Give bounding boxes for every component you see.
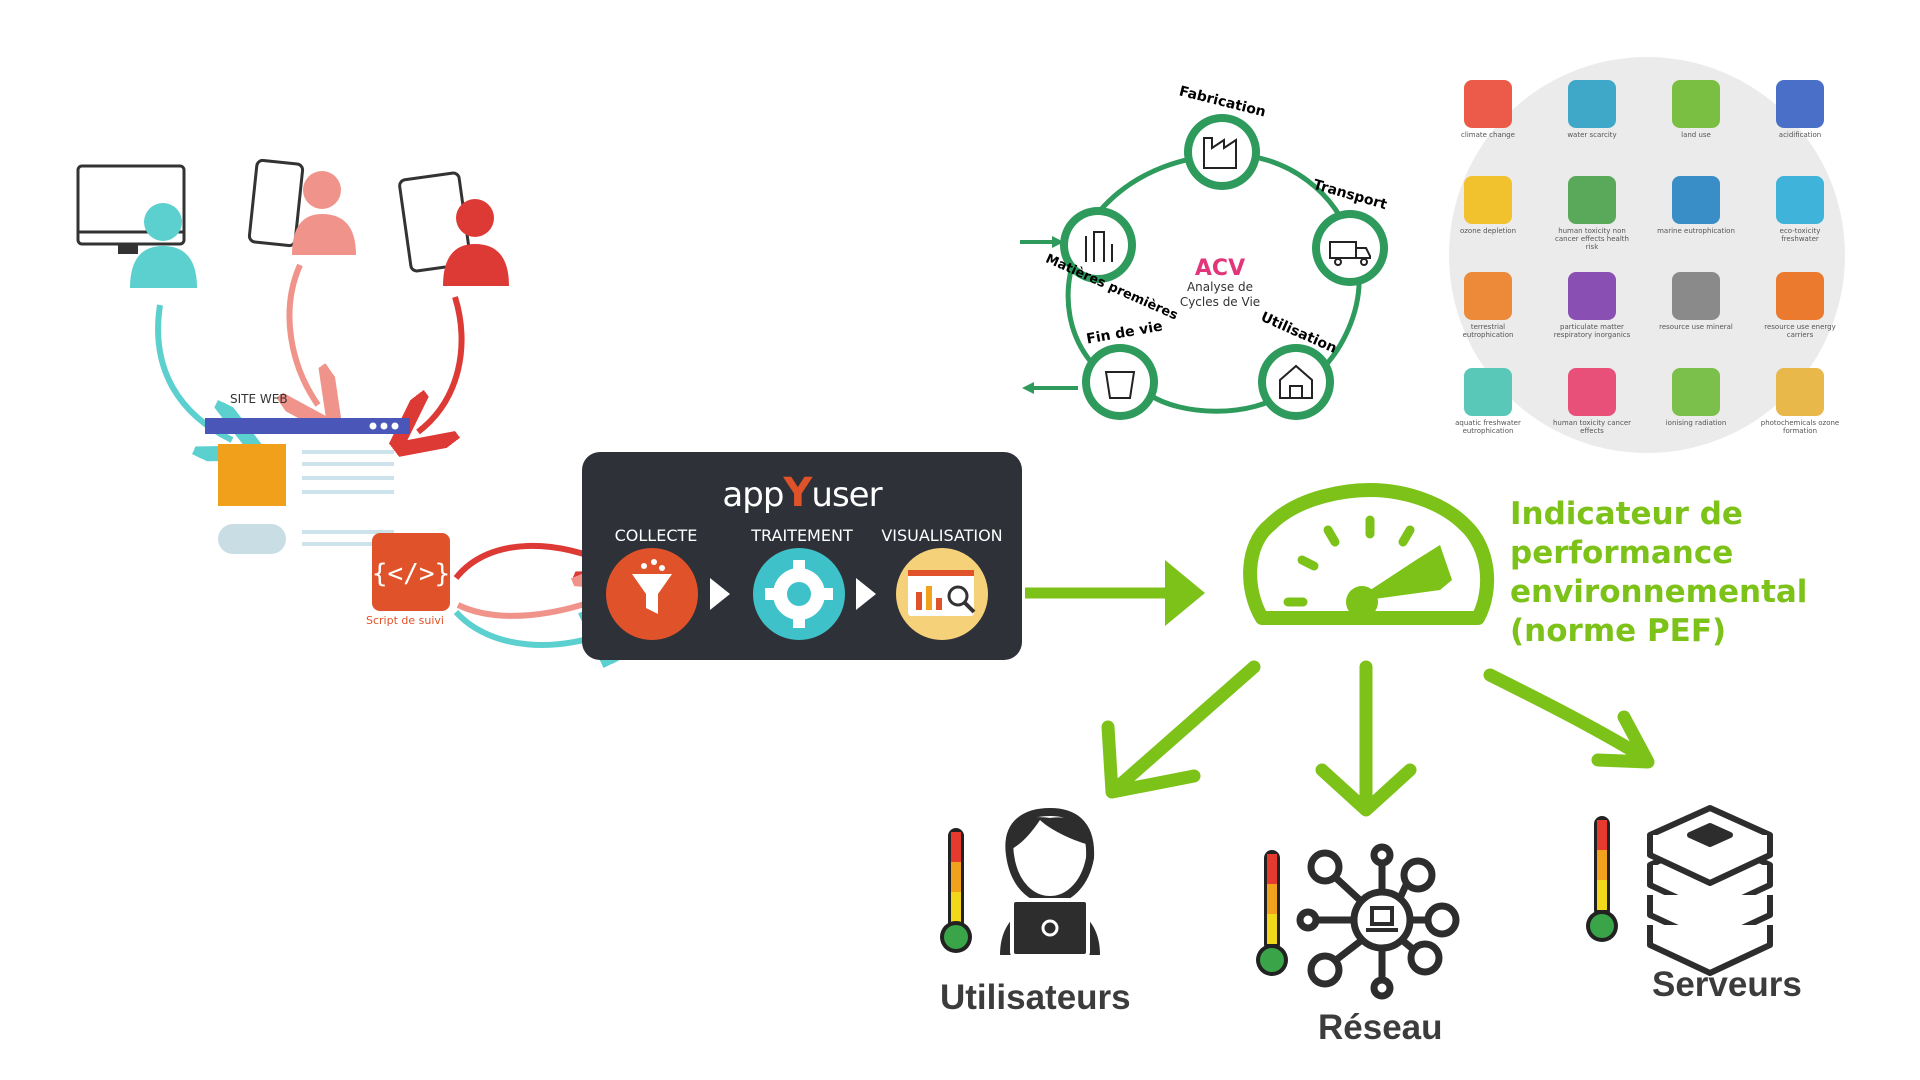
acv-title: ACV: [1194, 256, 1246, 281]
step-collecte-label: COLLECTE: [614, 526, 698, 545]
arrow-to-servers: [1483, 668, 1655, 769]
pef-indicator-icon: [1568, 368, 1616, 416]
pef-icon-label: human toxicity non cancer effects health…: [1555, 227, 1629, 251]
dashboard-icon: [896, 548, 988, 640]
pef-icon-label: resource use mineral: [1659, 323, 1733, 331]
arrow-to-network: [1315, 660, 1417, 817]
pef-icon-label: land use: [1681, 131, 1711, 139]
pef-icons-grid: climate change water scarcity land use acid…: [1448, 80, 1840, 460]
pef-icon-item: climate change: [1448, 80, 1528, 139]
user-laptop-icon: [1000, 807, 1100, 958]
thermometer-servers-icon: [1586, 816, 1618, 942]
appyuser-steps: [606, 548, 988, 640]
pef-indicator-icon: [1672, 272, 1720, 320]
arrow-pink: [290, 263, 318, 405]
pef-indicator-icon: [1672, 80, 1720, 128]
pef-icon-item: marine eutrophication: [1656, 176, 1736, 235]
pef-icon-label: photochemicals ozone formation: [1760, 419, 1840, 435]
pef-indicator-icon: [1776, 368, 1824, 416]
step-traitement-label: TRAITEMENT: [751, 526, 853, 545]
pef-indicator-icon: [1568, 176, 1616, 224]
pef-icon-label: resource use energy carriers: [1764, 323, 1836, 339]
pef-indicator-icon: [1776, 176, 1824, 224]
acv-subtitle: Analyse de Cycles de Vie: [1179, 280, 1261, 309]
green-arrow-main: [1025, 560, 1205, 626]
thermometer-users-icon: [940, 828, 972, 953]
pef-icon-label: terrestrial eutrophication: [1462, 323, 1514, 339]
pef-title: Indicateur de performance environnementa…: [1510, 496, 1808, 649]
pef-indicator-icon: [1568, 272, 1616, 320]
pef-icon-label: marine eutrophication: [1657, 227, 1735, 235]
pef-icon-label: aquatic freshwater eutrophication: [1455, 419, 1521, 435]
smartphone-icon: [247, 158, 305, 248]
user-pink-icon: [292, 171, 356, 255]
pef-icon-label: climate change: [1461, 131, 1515, 139]
pef-icon-item: resource use energy carriers: [1760, 272, 1840, 339]
pef-icon-label: particulate matter respiratory inorganic…: [1553, 323, 1631, 339]
appyuser-panel: appYuser COLLECTE TRAITEMENT VISUALISATI…: [582, 452, 1022, 660]
category-reseau: Réseau: [1318, 1008, 1443, 1047]
pef-indicator-icon: [1464, 272, 1512, 320]
pef-icon-label: human toxicity cancer effects: [1552, 419, 1632, 435]
pef-icon-item: ozone depletion: [1448, 176, 1528, 235]
pef-indicator-icon: [1568, 80, 1616, 128]
pef-icon-item: photochemicals ozone formation: [1760, 368, 1840, 435]
pef-icon-label: acidification: [1778, 131, 1822, 139]
pef-icon-item: terrestrial eutrophication: [1448, 272, 1528, 339]
gear-icon: [753, 548, 845, 640]
pef-icon-item: eco-toxicity freshwater: [1760, 176, 1840, 243]
pef-icon-item: water scarcity: [1552, 80, 1632, 139]
thermometer-network-icon: [1256, 850, 1288, 976]
user-red-icon: [443, 199, 509, 286]
pef-icon-label: water scarcity: [1567, 131, 1617, 139]
script-label: Script de suivi: [366, 614, 444, 627]
pef-indicator-icon: [1464, 368, 1512, 416]
gauge-icon: [1243, 483, 1495, 625]
pef-indicator-icon: [1776, 272, 1824, 320]
server-stack-icon: [1647, 805, 1773, 976]
pef-icon-item: resource use mineral: [1656, 272, 1736, 331]
pef-indicator-icon: [1672, 176, 1720, 224]
pef-icons-background: [1449, 57, 1845, 453]
pef-indicator-icon: [1672, 368, 1720, 416]
step-visualisation-label: VISUALISATION: [881, 526, 1003, 545]
website-wireframe: [205, 418, 410, 554]
pef-icon-item: aquatic freshwater eutrophication: [1448, 368, 1528, 435]
pef-indicator-icon: [1464, 80, 1512, 128]
category-serveurs: Serveurs: [1652, 965, 1802, 1004]
network-icon: [1296, 843, 1460, 1000]
pef-icon-label: ionising radiation: [1665, 419, 1727, 427]
pef-icon-item: human toxicity non cancer effects health…: [1552, 176, 1632, 251]
pef-icon-item: land use: [1656, 80, 1736, 139]
pef-icon-label: eco-toxicity freshwater: [1779, 227, 1821, 243]
funnel-icon: [606, 548, 698, 640]
pef-icon-label: ozone depletion: [1459, 227, 1517, 235]
script-icon: {</>}: [372, 533, 450, 611]
appyuser-logo: appYuser: [722, 470, 882, 516]
category-utilisateurs: Utilisateurs: [940, 978, 1131, 1017]
arrow-red: [418, 296, 465, 432]
pef-icon-item: particulate matter respiratory inorganic…: [1552, 272, 1632, 339]
pef-indicator-icon: [1776, 80, 1824, 128]
pef-icon-item: acidification: [1760, 80, 1840, 139]
arrow-to-users: [1101, 660, 1261, 799]
pef-icon-item: human toxicity cancer effects: [1552, 368, 1632, 435]
pef-icon-item: ionising radiation: [1656, 368, 1736, 427]
svg-text:{</>}: {</>}: [372, 559, 450, 589]
user-teal-icon: [130, 203, 197, 288]
site-web-label: SITE WEB: [230, 392, 288, 406]
acv-cycle: [1020, 114, 1388, 420]
pef-indicator-icon: [1464, 176, 1512, 224]
